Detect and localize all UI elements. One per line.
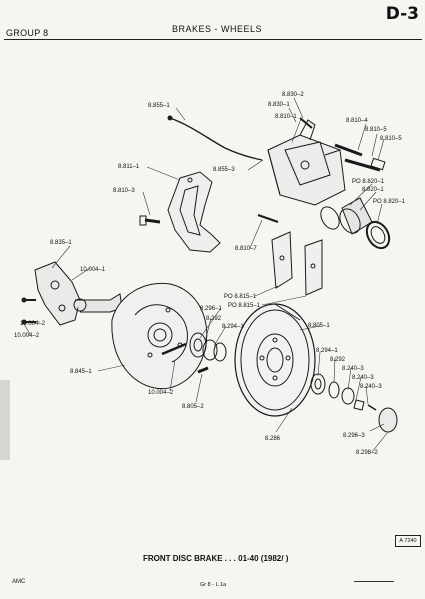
section-title: BRAKES - WHEELS xyxy=(172,24,263,34)
page-code: D-3 xyxy=(385,4,419,24)
part-label: 8.820–1 xyxy=(362,187,384,193)
footer-page-ref: Gr 8 - L 1a xyxy=(200,582,227,588)
part-label: 8.298–2 xyxy=(356,450,378,456)
part-label: PO 8.815–1 xyxy=(224,294,257,300)
caliper-support-bracket xyxy=(167,171,221,253)
caliper-housing xyxy=(267,119,346,206)
inner-bearing xyxy=(189,332,227,362)
brake-rotor xyxy=(234,303,316,417)
part-label: 8.845–1 xyxy=(70,369,92,375)
part-label: 8.830–2 xyxy=(282,92,304,98)
wheel-stud xyxy=(161,342,209,374)
part-label: 8.810–4 xyxy=(346,118,368,124)
part-label: 10.004–2 xyxy=(14,333,40,339)
figure-reference-box: A 7240 xyxy=(395,535,421,547)
part-label: 8.855–3 xyxy=(213,167,235,173)
bleeder-screw xyxy=(299,117,313,129)
part-label: 8.240–3 xyxy=(342,366,364,372)
part-label: 10.004–1 xyxy=(80,267,106,273)
part-label: 10.004–2 xyxy=(148,390,174,396)
figure-caption: FRONT DISC BRAKE . . . 01-40 (1982/ ) xyxy=(143,554,289,563)
piston-seal-boot xyxy=(320,197,391,250)
part-label: PO 8.820–1 xyxy=(373,199,406,205)
scan-edge-shadow xyxy=(0,380,10,460)
part-label: 8.810–5 xyxy=(380,136,402,142)
brake-pads xyxy=(257,214,323,296)
part-label: 8.292 xyxy=(330,357,346,363)
part-label: 8.296–1 xyxy=(200,306,222,312)
part-label: 8.810–1 xyxy=(275,114,297,120)
part-label: 8.240–3 xyxy=(352,375,374,381)
part-label: 8.810–3 xyxy=(113,188,135,194)
part-label: 8.286 xyxy=(265,436,281,442)
group-label: GROUP 8 xyxy=(6,28,49,38)
mounting-bolt xyxy=(139,215,161,226)
part-label: 8.811–1 xyxy=(118,164,140,170)
part-label: 8.830–1 xyxy=(268,102,290,108)
outer-bearing-stack xyxy=(310,373,398,433)
part-label: 8.805–2 xyxy=(182,404,204,410)
steering-knuckle xyxy=(34,261,123,326)
footer-brand: AMC xyxy=(12,579,26,585)
part-label: PO 8.815–1 xyxy=(228,303,261,309)
part-label: 8.292 xyxy=(206,316,222,322)
part-label: 10.004–2 xyxy=(20,321,46,327)
brake-hose xyxy=(169,117,263,161)
header-rule xyxy=(4,39,422,40)
part-label: PO 8.820–1 xyxy=(352,179,385,185)
footer-mark xyxy=(354,581,394,582)
guide-pins xyxy=(334,143,386,172)
part-label: 8.296–3 xyxy=(343,433,365,439)
part-label: 8.294–1 xyxy=(222,324,244,330)
part-label: 8.240–3 xyxy=(360,384,382,390)
part-label: 8.810–7 xyxy=(235,246,257,252)
part-label: 8.805–1 xyxy=(308,323,330,329)
part-label: 8.835–1 xyxy=(50,240,72,246)
part-label: 8.810–5 xyxy=(365,127,387,133)
part-label: 8.294–1 xyxy=(316,348,338,354)
part-label: 8.855–1 xyxy=(148,103,170,109)
part-labels: 8.830–2 8.830–1 8.855–1 8.810–1 8.810–4 … xyxy=(14,92,406,456)
